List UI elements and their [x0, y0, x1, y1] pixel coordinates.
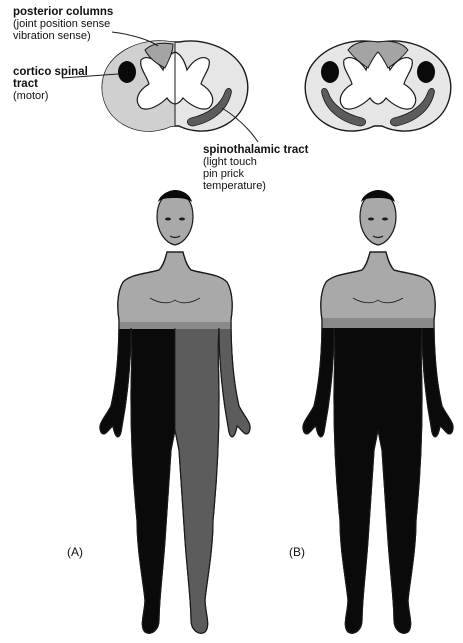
- corticospinal-tract-left: [118, 61, 136, 83]
- posterior-columns-line2: vibration sense): [13, 30, 113, 42]
- cord-section-a: [102, 41, 248, 131]
- figure-a-motor-loss: [100, 328, 175, 643]
- spinothalamic-line1: (light touch: [203, 156, 308, 168]
- corticospinal-tract-b-right: [417, 61, 435, 83]
- spinothalamic-title: spinothalamic tract: [203, 144, 308, 156]
- panel-label-a: (A): [67, 545, 83, 559]
- figure-b-loss: [300, 328, 460, 643]
- figure-a-sensory-loss: [175, 328, 250, 643]
- corticospinal-title2: tract: [13, 78, 88, 90]
- corticospinal-tract-b-left: [321, 61, 339, 83]
- label-corticospinal: cortico spinal tract (motor): [13, 66, 88, 102]
- corticospinal-title1: cortico spinal: [13, 66, 88, 78]
- label-posterior-columns: posterior columns (joint position sense …: [13, 6, 113, 42]
- figure-b-band: [300, 318, 460, 328]
- figure-b-body: [303, 252, 453, 633]
- figure-a: [100, 190, 250, 643]
- cord-section-b: [305, 41, 451, 131]
- label-spinothalamic: spinothalamic tract (light touch pin pri…: [203, 144, 308, 192]
- spinothalamic-line3: temperature): [203, 180, 308, 192]
- figure-a-body: [100, 252, 250, 633]
- figure-b: [300, 190, 460, 643]
- corticospinal-line1: (motor): [13, 90, 88, 102]
- panel-label-b: (B): [289, 545, 305, 559]
- spinothalamic-line2: pin prick: [203, 168, 308, 180]
- posterior-columns-title: posterior columns: [13, 6, 113, 18]
- posterior-columns-line1: (joint position sense: [13, 18, 113, 30]
- figure-a-band: [100, 322, 250, 329]
